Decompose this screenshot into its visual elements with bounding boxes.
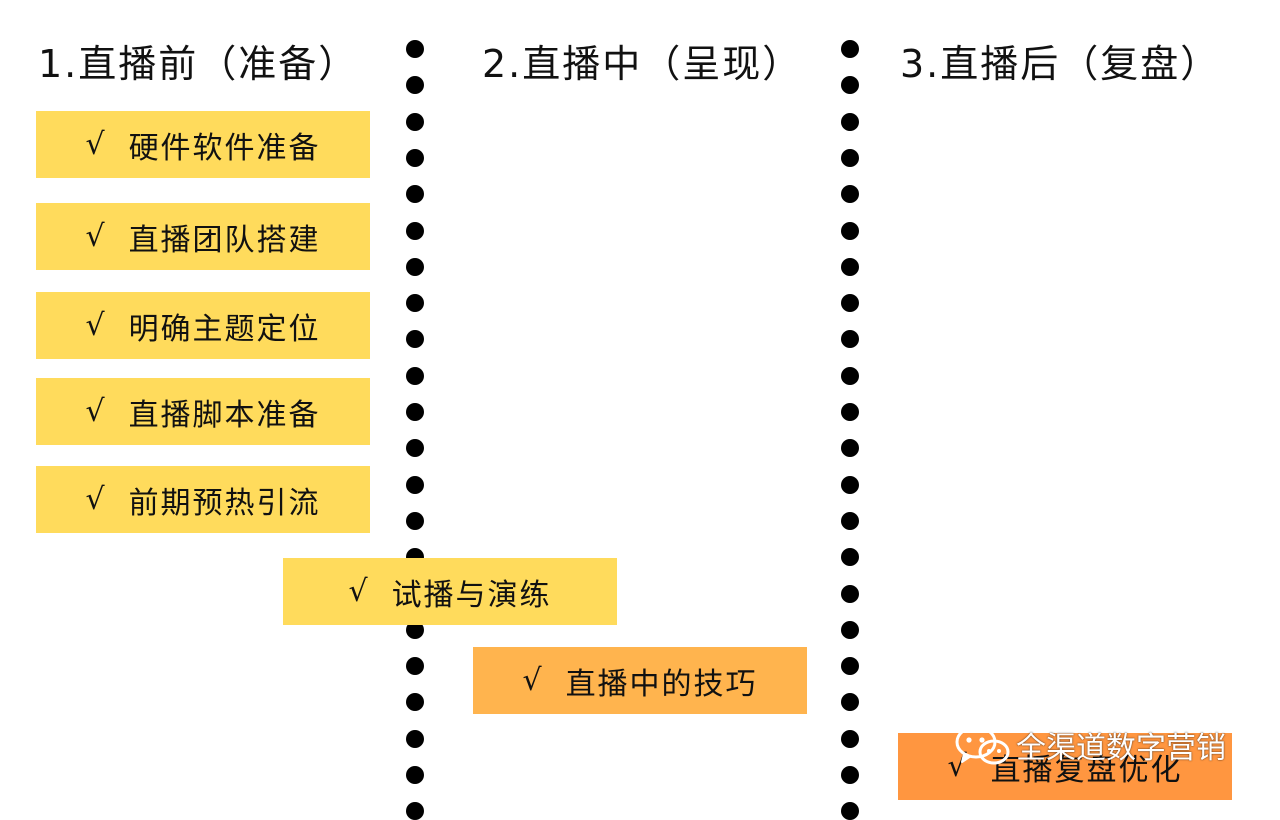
- divider-dot: [406, 257, 424, 276]
- divider-dot: [841, 584, 859, 603]
- divider-dot: [406, 439, 424, 458]
- task-hardware-software: √ 硬件软件准备: [36, 111, 370, 178]
- divider-dot: [841, 403, 859, 421]
- task-script-prep: √ 直播脚本准备: [36, 378, 370, 445]
- divider-dot: [406, 403, 424, 421]
- heading-after-live: 3.直播后（复盘）: [900, 42, 1221, 86]
- divider-dot: [406, 185, 424, 204]
- divider-dot: [406, 475, 424, 494]
- task-label: 试播与演练: [391, 577, 552, 613]
- divider-dot: [841, 330, 859, 349]
- divider-dot: [841, 511, 859, 530]
- divider-dot: [406, 148, 424, 167]
- check-mark-icon: √: [85, 482, 107, 517]
- check-mark-icon: √: [85, 127, 107, 162]
- divider-dot: [406, 802, 424, 820]
- wechat-logo-icon: [955, 725, 1010, 765]
- divider-dot: [406, 620, 424, 639]
- divider-dot: [841, 766, 859, 784]
- task-trial-rehearsal: √ 试播与演练: [283, 558, 617, 625]
- divider-dot: [841, 148, 859, 167]
- divider-dot: [406, 76, 424, 95]
- check-mark-icon: √: [348, 574, 370, 609]
- watermark: 全渠道数字营销: [952, 722, 1226, 768]
- divider-dot: [841, 257, 859, 276]
- task-label: 前期预热引流: [128, 485, 321, 521]
- dotted-divider-right: [840, 0, 860, 820]
- task-label: 直播团队搭建: [128, 222, 321, 258]
- check-mark-icon: √: [947, 749, 969, 784]
- divider-dot: [841, 548, 859, 567]
- task-team-building: √ 直播团队搭建: [36, 203, 370, 270]
- divider-dot: [841, 221, 859, 240]
- divider-dot: [841, 40, 859, 58]
- divider-dot: [406, 657, 424, 676]
- divider-dot: [406, 766, 424, 784]
- task-review-optimize: √ 直播复盘优化: [898, 733, 1232, 800]
- task-label: 明确主题定位: [128, 311, 321, 347]
- divider-dot: [406, 511, 424, 530]
- divider-dot: [841, 693, 859, 712]
- task-label: 硬件软件准备: [128, 130, 321, 166]
- watermark-text: 全渠道数字营销: [1016, 731, 1226, 766]
- divider-dot: [841, 657, 859, 676]
- heading-during-live: 2.直播中（呈现）: [482, 42, 803, 86]
- divider-dot: [406, 40, 424, 58]
- task-theme-positioning: √ 明确主题定位: [36, 292, 370, 359]
- divider-dot: [841, 439, 859, 458]
- check-mark-icon: √: [85, 308, 107, 343]
- check-mark-icon: √: [522, 663, 544, 698]
- divider-dot: [841, 620, 859, 639]
- check-mark-icon: √: [85, 394, 107, 429]
- task-live-skills: √ 直播中的技巧: [473, 647, 807, 714]
- divider-dot: [841, 76, 859, 95]
- divider-dot: [841, 185, 859, 204]
- dotted-divider-left: [405, 0, 425, 820]
- divider-dot: [406, 693, 424, 712]
- divider-dot: [841, 729, 859, 748]
- task-label: 直播脚本准备: [128, 397, 321, 433]
- divider-dot: [406, 729, 424, 748]
- divider-dot: [406, 366, 424, 385]
- check-mark-icon: √: [85, 219, 107, 254]
- heading-before-live: 1.直播前（准备）: [38, 42, 359, 86]
- task-label: 直播复盘优化: [990, 752, 1183, 788]
- task-preheat-traffic: √ 前期预热引流: [36, 466, 370, 533]
- task-label: 直播中的技巧: [565, 666, 758, 702]
- divider-dot: [406, 294, 424, 313]
- divider-dot: [841, 366, 859, 385]
- divider-dot: [841, 294, 859, 313]
- divider-dot: [841, 475, 859, 494]
- divider-dot: [841, 802, 859, 820]
- divider-dot: [406, 112, 424, 131]
- divider-dot: [841, 112, 859, 131]
- divider-dot: [406, 221, 424, 240]
- divider-dot: [406, 330, 424, 349]
